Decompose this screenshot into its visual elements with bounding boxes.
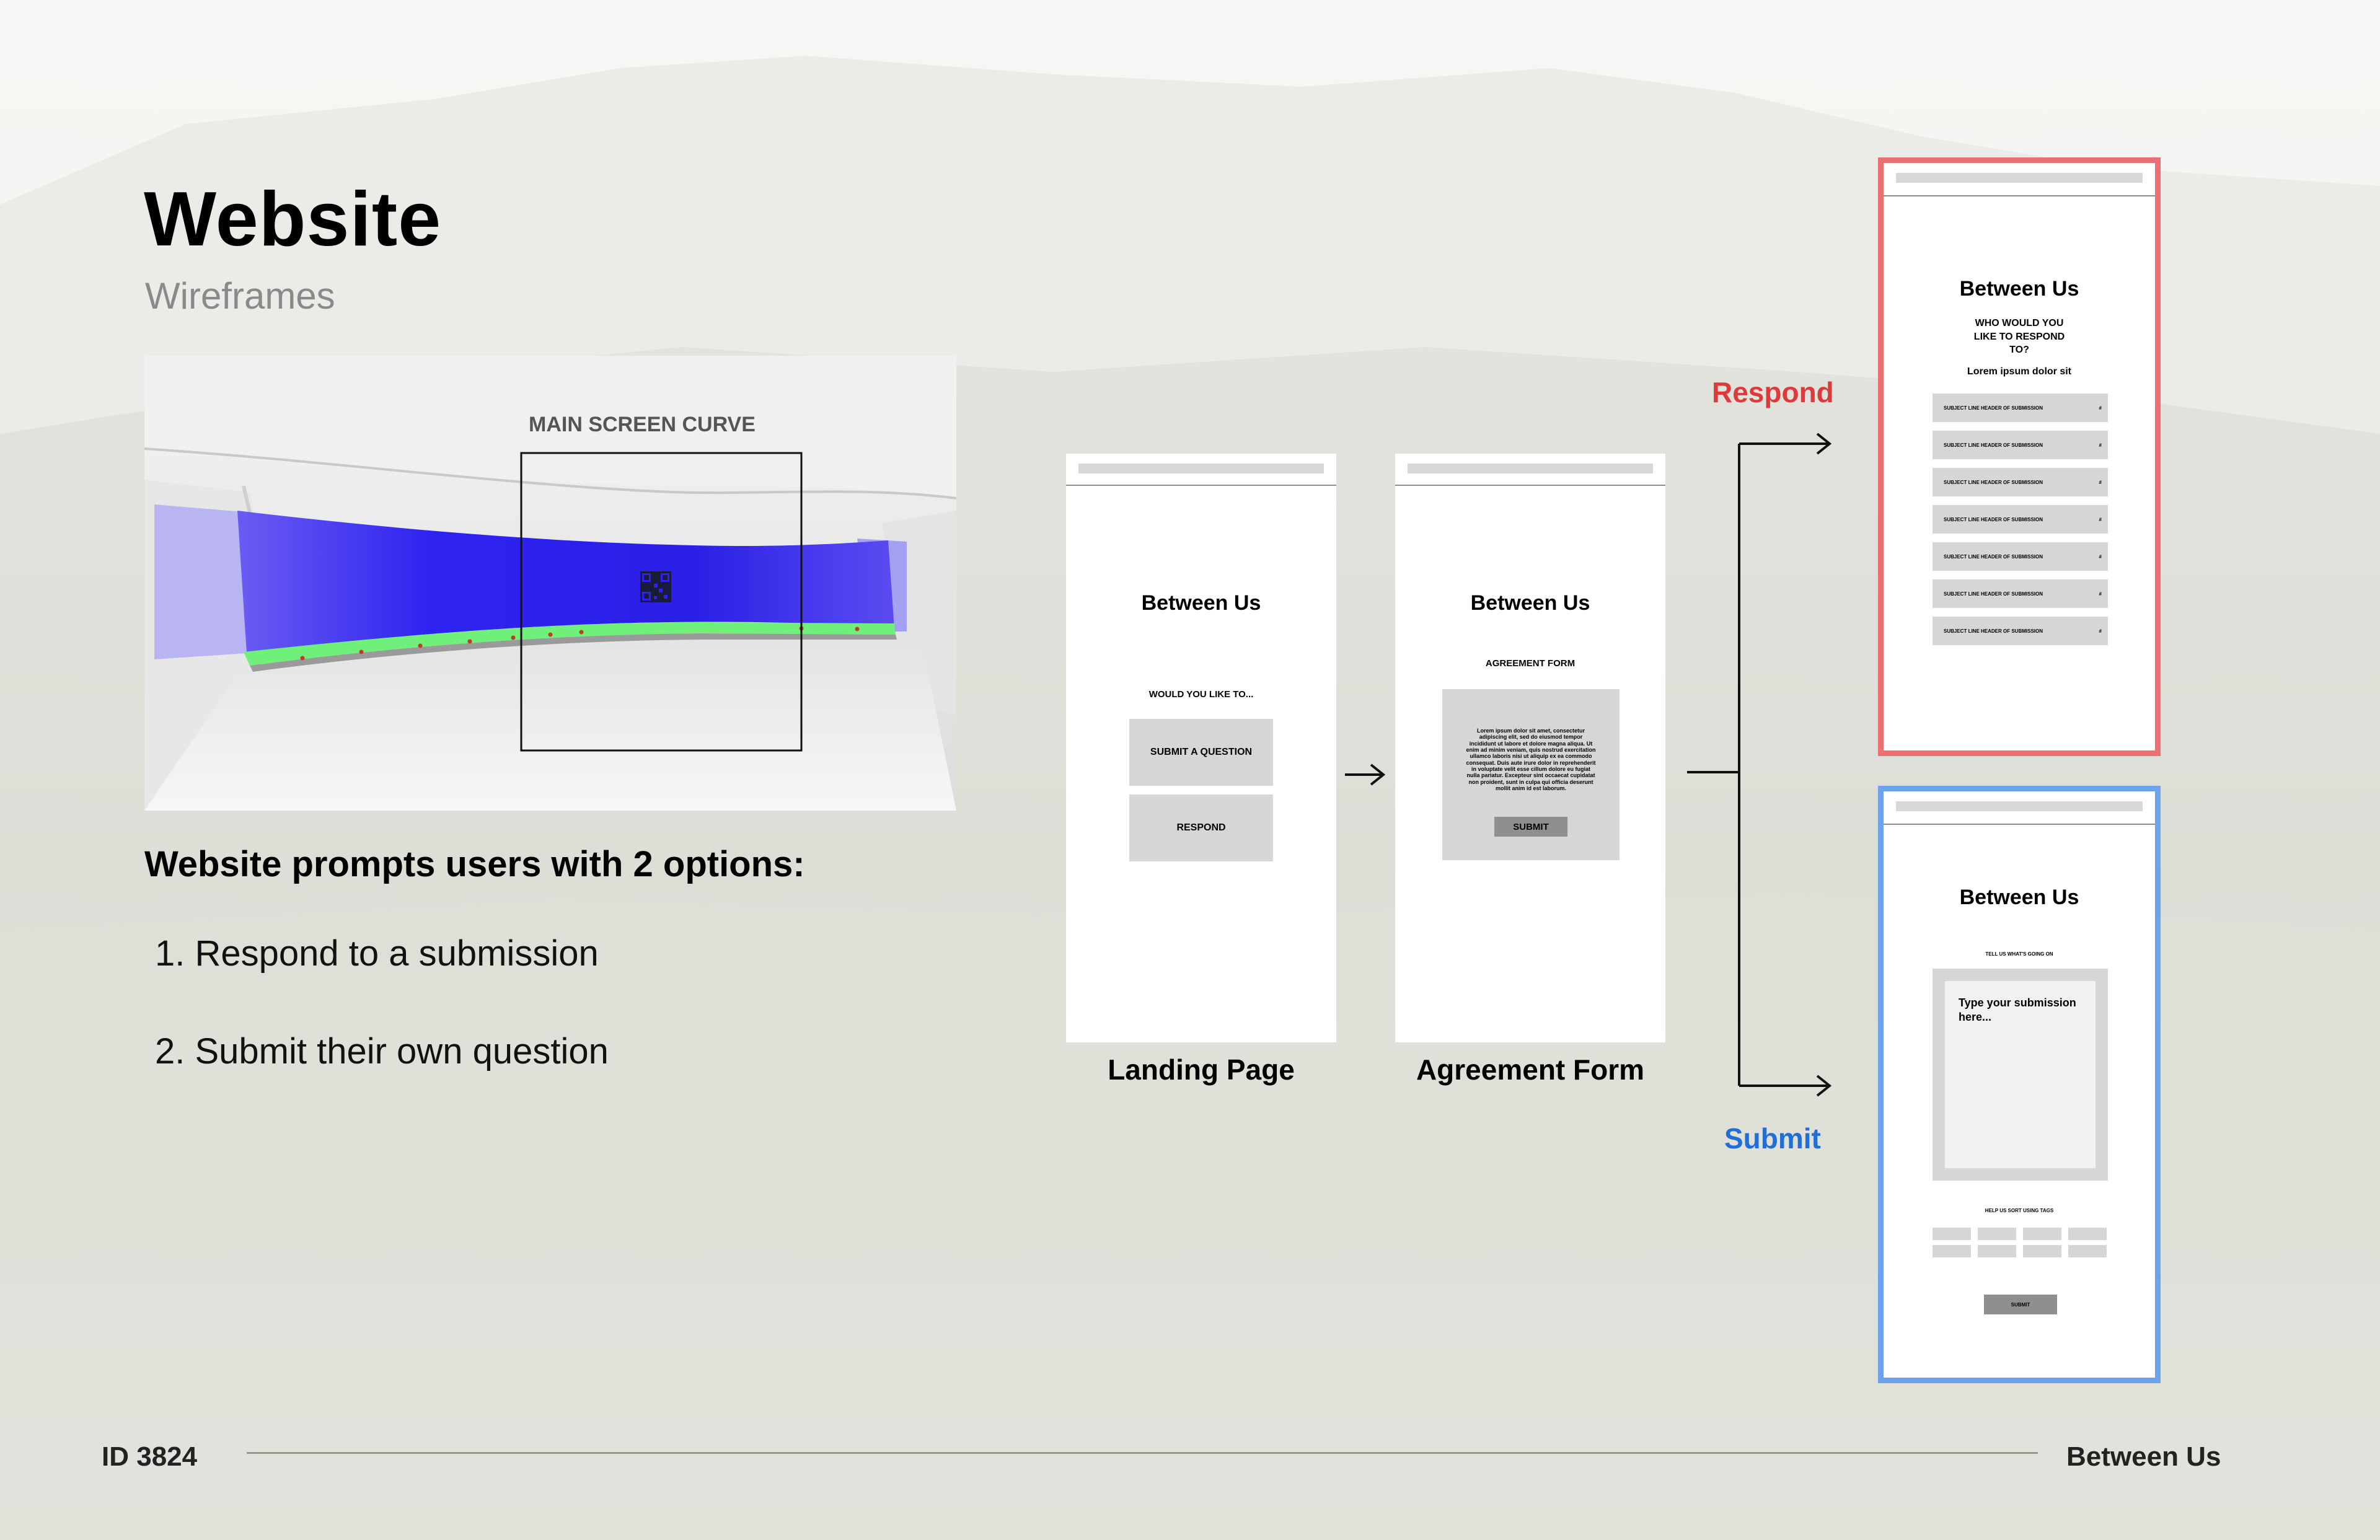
respond-flow-label: Respond	[1712, 376, 1834, 408]
submit-page-submit-button[interactable]: SUBMIT	[1984, 1295, 2057, 1314]
tag-chip[interactable]	[2068, 1245, 2107, 1257]
main-screen-render: MAIN SCREEN CURVE	[144, 356, 956, 811]
tag-chip[interactable]	[1978, 1245, 2016, 1257]
agreement-submit-button[interactable]: SUBMIT	[1494, 817, 1567, 837]
options-heading: Website prompts users with 2 options:	[144, 844, 805, 884]
url-bar	[1896, 801, 2143, 811]
url-bar	[1078, 464, 1324, 473]
tag-chip[interactable]	[2023, 1245, 2061, 1257]
agreement-body: Lorem ipsum dolor sit amet, consectetur …	[1466, 728, 1596, 792]
option-submit: 2. Submit their own question	[155, 1031, 609, 1071]
submission-row[interactable]: SUBJECT LINE HEADER OF SUBMISSION#	[1933, 431, 2108, 459]
header-divider	[1066, 485, 1336, 486]
respond-page-wireframe: Between Us WHO WOULD YOU LIKE TO RESPOND…	[1878, 157, 2161, 756]
footer-project-name: Between Us	[2066, 1441, 2221, 1472]
submit-page-wireframe: Between Us TELL US WHAT'S GOING ON Type …	[1878, 786, 2161, 1383]
landing-caption: Landing Page	[1108, 1054, 1295, 1086]
submit-flow-label: Submit	[1724, 1122, 1821, 1155]
tag-chip[interactable]	[2068, 1228, 2107, 1240]
submission-row[interactable]: SUBJECT LINE HEADER OF SUBMISSION#	[1933, 542, 2108, 571]
agreement-form-wireframe: Between Us AGREEMENT FORM Lorem ipsum do…	[1395, 454, 1665, 1042]
header-divider	[1884, 195, 2155, 196]
submit-prompt: TELL US WHAT'S GOING ON	[1985, 951, 2053, 957]
landing-question: WOULD YOU LIKE TO...	[1148, 689, 1254, 700]
option-respond: 1. Respond to a submission	[155, 933, 599, 974]
footer-divider	[247, 1452, 2038, 1454]
qr-code-icon	[640, 571, 671, 602]
submission-box: Type your submission here...	[1933, 969, 2108, 1181]
submission-row[interactable]: SUBJECT LINE HEADER OF SUBMISSION#	[1933, 617, 2108, 645]
landing-title: Between Us	[1141, 591, 1261, 615]
respond-lorem: Lorem ipsum dolor sit	[1967, 366, 2071, 377]
page-title: Website	[144, 177, 442, 262]
respond-title: Between Us	[1959, 277, 2079, 301]
landing-page-wireframe: Between Us WOULD YOU LIKE TO... SUBMIT A…	[1066, 454, 1336, 1042]
agreement-title: Between Us	[1470, 591, 1590, 615]
header-divider	[1884, 824, 2155, 825]
agreement-caption: Agreement Form	[1416, 1054, 1645, 1086]
submission-row[interactable]: SUBJECT LINE HEADER OF SUBMISSION#	[1933, 579, 2108, 608]
render-label: MAIN SCREEN CURVE	[529, 413, 756, 436]
respond-question: WHO WOULD YOU LIKE TO RESPOND TO?	[1973, 318, 2065, 356]
tag-chip[interactable]	[1933, 1228, 1971, 1240]
url-bar	[1896, 173, 2143, 183]
header-divider	[1395, 485, 1665, 486]
render-illustration	[144, 356, 956, 811]
tag-chip[interactable]	[1933, 1245, 1971, 1257]
tag-chip[interactable]	[2023, 1228, 2061, 1240]
footer-id: ID 3824	[102, 1441, 198, 1472]
respond-button[interactable]: RESPOND	[1129, 794, 1273, 861]
submission-row[interactable]: SUBJECT LINE HEADER OF SUBMISSION#	[1933, 505, 2108, 534]
submission-row[interactable]: SUBJECT LINE HEADER OF SUBMISSION#	[1933, 468, 2108, 496]
highlight-box	[520, 452, 803, 752]
submit-title: Between Us	[1959, 886, 2079, 909]
tag-chip[interactable]	[1978, 1228, 2016, 1240]
page-subtitle: Wireframes	[145, 275, 335, 317]
url-bar	[1408, 464, 1653, 473]
submit-question-button[interactable]: SUBMIT A QUESTION	[1129, 719, 1273, 786]
agreement-box: Lorem ipsum dolor sit amet, consectetur …	[1442, 689, 1620, 860]
submission-row[interactable]: SUBJECT LINE HEADER OF SUBMISSION#	[1933, 394, 2108, 422]
agreement-heading: AGREEMENT FORM	[1485, 658, 1576, 669]
submission-textarea[interactable]: Type your submission here...	[1945, 981, 2096, 1168]
tags-label: HELP US SORT USING TAGS	[1985, 1208, 2054, 1213]
